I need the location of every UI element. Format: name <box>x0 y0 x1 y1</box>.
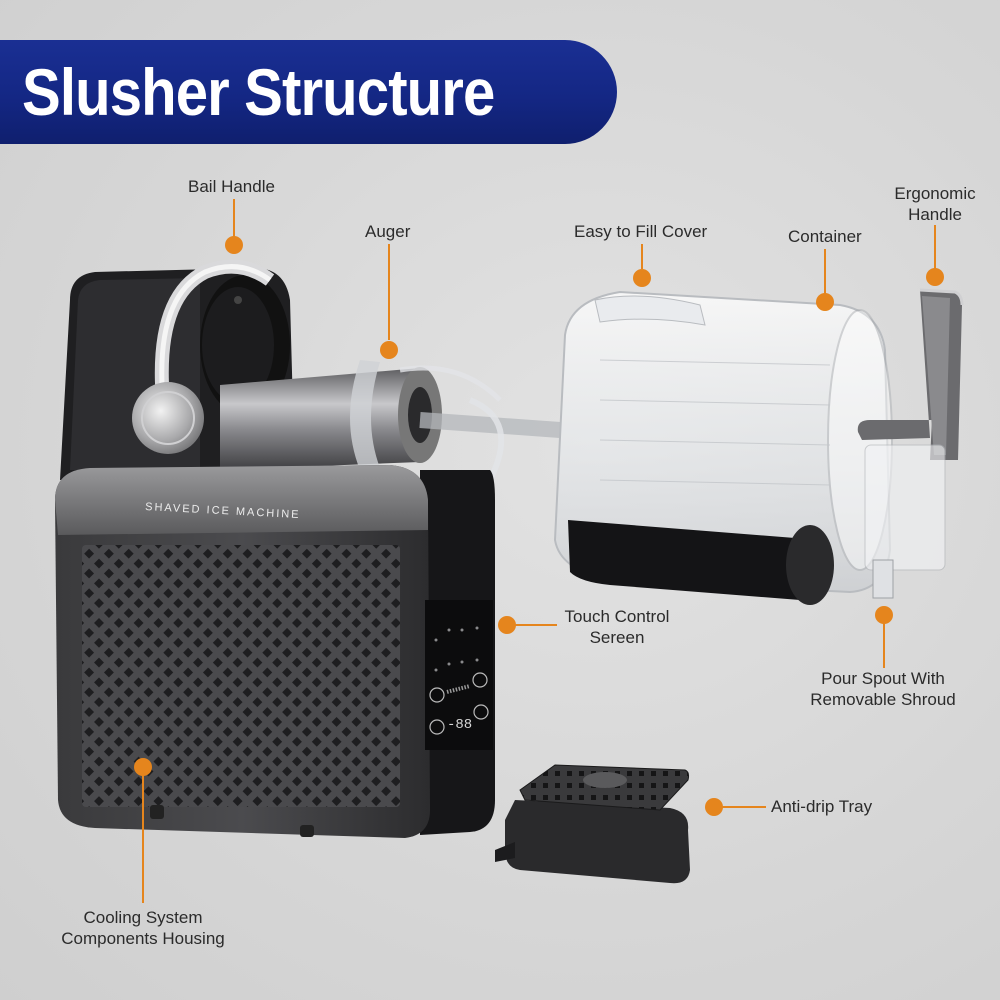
callout-ergonomic-handle-label: Ergonomic Handle <box>888 183 982 225</box>
callout-touch-screen-label: Touch Control Sereen <box>560 606 674 648</box>
callout-auger-label: Auger <box>365 222 411 241</box>
callout-auger-leader <box>388 244 390 340</box>
callout-line: Ergonomic <box>894 184 976 203</box>
container-part <box>553 290 893 605</box>
callout-fill-cover-leader <box>641 244 643 269</box>
callout-line: Handle <box>908 205 962 224</box>
callout-anti-drip-leader <box>722 806 766 808</box>
callout-ergonomic-handle-marker <box>926 268 944 286</box>
callout-line: Components Housing <box>61 929 225 948</box>
anti-drip-tray-part <box>495 764 690 884</box>
callout-cooling-label: Cooling System Components Housing <box>58 907 228 949</box>
callout-line: Removable Shroud <box>810 690 956 709</box>
callout-bail-handle-marker <box>225 236 243 254</box>
callout-touch-screen-marker <box>498 616 516 634</box>
callout-pour-spout-marker <box>875 606 893 624</box>
display-readout: -88 <box>447 717 472 733</box>
callout-fill-cover-marker <box>633 269 651 287</box>
callout-fill-cover-label: Easy to Fill Cover <box>574 222 708 241</box>
callout-line: Pour Spout With <box>821 669 945 688</box>
touch-control-panel: -88 <box>425 600 493 750</box>
page-title: Slusher Structure <box>22 55 495 129</box>
callout-anti-drip-marker <box>705 798 723 816</box>
callout-auger-marker <box>380 341 398 359</box>
auger-part <box>220 360 561 510</box>
callout-pour-spout-leader <box>883 622 885 668</box>
callout-line: Touch Control <box>564 607 670 626</box>
callout-ergonomic-handle-leader <box>934 225 936 270</box>
callout-container-leader <box>824 249 826 294</box>
callout-bail-handle-leader <box>233 199 235 237</box>
callout-cooling-marker <box>134 758 152 776</box>
callout-pour-spout-label: Pour Spout With Removable Shroud <box>808 668 958 710</box>
callout-container-label: Container <box>788 227 862 246</box>
callout-container-marker <box>816 293 834 311</box>
bail-handle-part <box>132 259 275 454</box>
callout-touch-screen-leader <box>515 624 557 626</box>
ergonomic-handle-part <box>857 288 964 599</box>
callout-bail-handle-label: Bail Handle <box>188 177 275 196</box>
title-banner: Slusher Structure <box>0 40 617 144</box>
callout-cooling-leader <box>142 775 144 903</box>
callout-line: Cooling System <box>83 908 203 927</box>
motor-head <box>200 275 290 415</box>
callout-line: Sereen <box>589 628 645 647</box>
callout-anti-drip-label: Anti-drip Tray <box>771 797 873 816</box>
